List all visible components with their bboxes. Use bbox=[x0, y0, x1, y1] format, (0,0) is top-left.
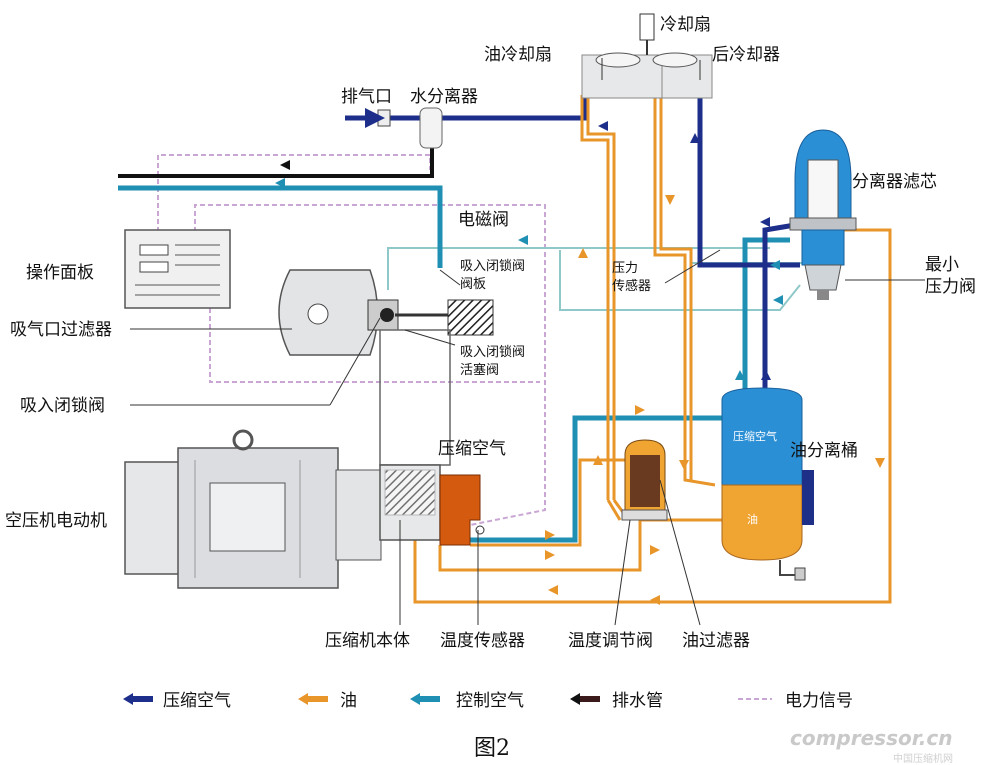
label-intake-lock-piston-2: 活塞阀 bbox=[460, 362, 499, 378]
legend-arrow-compressed-air bbox=[123, 693, 133, 705]
leader-lines bbox=[130, 58, 925, 626]
label-oil-separator-tank: 油分离桶 bbox=[790, 441, 858, 461]
operation-panel-unit bbox=[124, 229, 231, 309]
label-min-pressure-valve-1: 最小 bbox=[925, 255, 959, 275]
legend-item-oil: 油 bbox=[298, 691, 357, 711]
watermark-brand: compressor.cn bbox=[790, 726, 952, 750]
motor-unit bbox=[124, 429, 382, 589]
label-operation-panel: 操作面板 bbox=[26, 263, 94, 283]
label-compressed-air: 压缩空气 bbox=[438, 439, 506, 459]
label-tank-oil: 油 bbox=[747, 512, 758, 526]
diagram-labels: 冷却扇 油冷却扇 后冷却器 排气口 水分离器 分离器滤芯 电磁阀 吸入闭锁阀 阀… bbox=[5, 15, 976, 651]
label-exhaust-port: 排气口 bbox=[341, 87, 392, 107]
intake-filter-unit bbox=[278, 269, 379, 356]
cooler-unit bbox=[581, 13, 713, 99]
separator-filter-unit bbox=[789, 129, 857, 300]
label-after-cooler: 后冷却器 bbox=[712, 45, 780, 65]
oil-separator-tank-unit bbox=[721, 387, 814, 581]
watermark-sub: 中国压缩机网 bbox=[893, 752, 953, 765]
compressor-body-unit bbox=[379, 464, 485, 546]
label-oil-cooling-fan: 油冷却扇 bbox=[484, 45, 552, 65]
legend-arrow-oil bbox=[298, 693, 308, 705]
legend-label-signal: 电力信号 bbox=[785, 691, 853, 711]
label-oil-filter: 油过滤器 bbox=[682, 631, 750, 651]
label-separator-filter: 分离器滤芯 bbox=[852, 172, 937, 192]
oil-filter-unit bbox=[621, 439, 668, 521]
legend: 压缩空气 油 控制空气 排水管 电力信号 bbox=[123, 691, 853, 711]
label-tank-air: 压缩空气 bbox=[733, 429, 777, 443]
drain-line bbox=[118, 145, 434, 178]
label-min-pressure-valve-2: 压力阀 bbox=[925, 277, 976, 297]
figure-caption: 图2 bbox=[474, 736, 510, 761]
label-thermostat-valve: 温度调节阀 bbox=[568, 631, 653, 651]
label-intake-filter: 吸气口过滤器 bbox=[10, 320, 112, 340]
legend-item-compressed-air: 压缩空气 bbox=[123, 691, 231, 711]
label-intake-lock-valve-plate-2: 阀板 bbox=[460, 277, 486, 292]
legend-label-oil: 油 bbox=[340, 691, 357, 711]
label-intake-lock-valve: 吸入闭锁阀 bbox=[20, 396, 105, 416]
label-compressor-body: 压缩机本体 bbox=[325, 631, 410, 651]
water-separator-unit bbox=[345, 107, 443, 149]
legend-item-signal: 电力信号 bbox=[738, 691, 853, 711]
legend-label-drain: 排水管 bbox=[612, 691, 663, 711]
legend-arrow-control-air bbox=[410, 693, 420, 705]
label-solenoid-valve: 电磁阀 bbox=[458, 210, 509, 230]
label-water-separator: 水分离器 bbox=[410, 87, 478, 107]
control-air-pipes bbox=[118, 185, 790, 543]
compressed-air-pipes bbox=[345, 95, 800, 390]
label-intake-lock-valve-plate-1: 吸入闭锁阀 bbox=[460, 258, 525, 274]
legend-label-control-air: 控制空气 bbox=[456, 691, 524, 711]
label-pressure-sensor-2: 传感器 bbox=[612, 278, 651, 294]
legend-label-compressed-air: 压缩空气 bbox=[163, 691, 231, 711]
label-cooling-fan: 冷却扇 bbox=[660, 15, 711, 35]
label-motor: 空压机电动机 bbox=[5, 511, 107, 531]
legend-item-control-air: 控制空气 bbox=[410, 691, 524, 711]
legend-item-drain: 排水管 bbox=[570, 691, 663, 711]
label-pressure-sensor-1: 压力 bbox=[612, 261, 638, 276]
legend-arrow-drain bbox=[570, 693, 580, 705]
flow-arrows bbox=[275, 121, 885, 605]
label-temperature-sensor: 温度传感器 bbox=[440, 631, 525, 651]
label-intake-lock-piston-1: 吸入闭锁阀 bbox=[460, 344, 525, 360]
